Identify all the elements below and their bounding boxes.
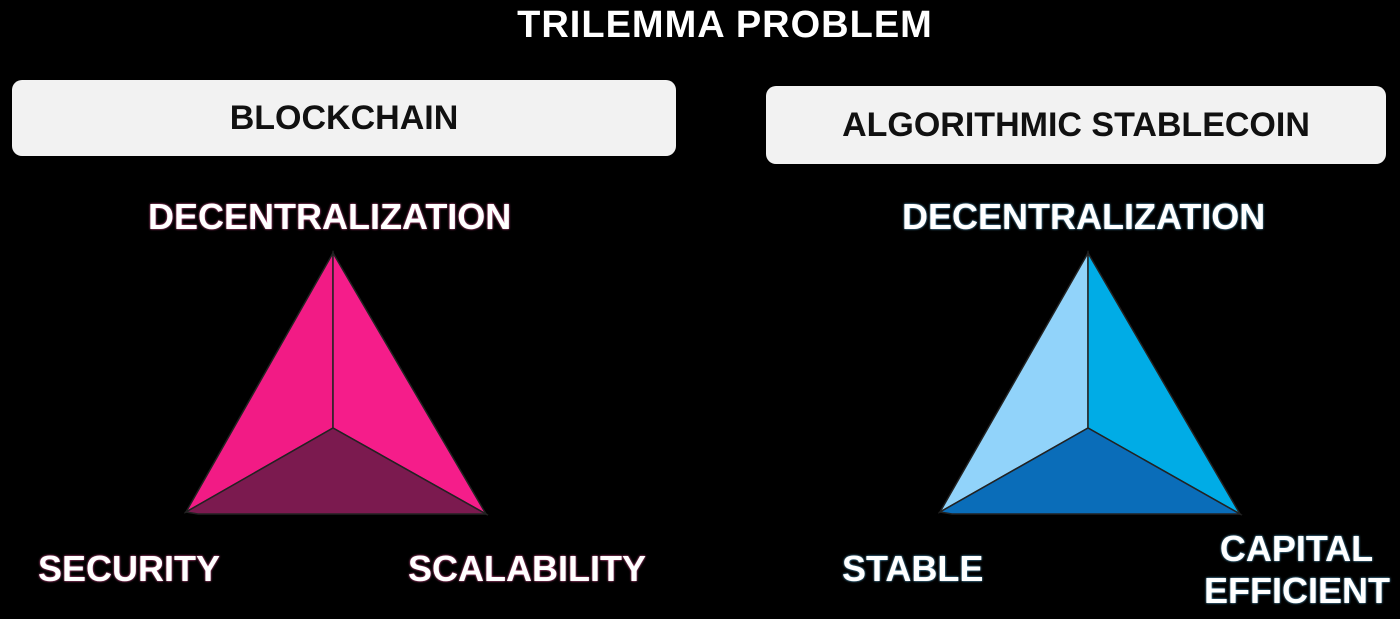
stablecoin-header-box: ALGORITHMIC STABLECOIN xyxy=(766,86,1386,164)
blockchain-scalability-label: SCALABILITY xyxy=(408,548,646,589)
stablecoin-header-label: ALGORITHMIC STABLECOIN xyxy=(842,105,1310,144)
stablecoin-decentralization-label: DECENTRALIZATION xyxy=(902,196,1266,237)
stablecoin-pyramid-bottom-face xyxy=(937,427,1243,515)
blockchain-decentralization-label: DECENTRALIZATION xyxy=(148,196,512,237)
page-title: TRILEMMA PROBLEM xyxy=(517,4,933,46)
stablecoin-pyramid xyxy=(937,250,1243,517)
blockchain-header-box: BLOCKCHAIN xyxy=(12,80,676,156)
blockchain-pyramid-bottom-face xyxy=(183,427,489,515)
stablecoin-stable-label: STABLE xyxy=(842,548,984,589)
efficient-line: EFFICIENT xyxy=(1204,570,1390,611)
blockchain-pyramid xyxy=(183,250,489,517)
blockchain-header-label: BLOCKCHAIN xyxy=(229,98,459,137)
blockchain-security-label: SECURITY xyxy=(38,548,221,589)
capital-line: CAPITAL xyxy=(1219,528,1374,569)
